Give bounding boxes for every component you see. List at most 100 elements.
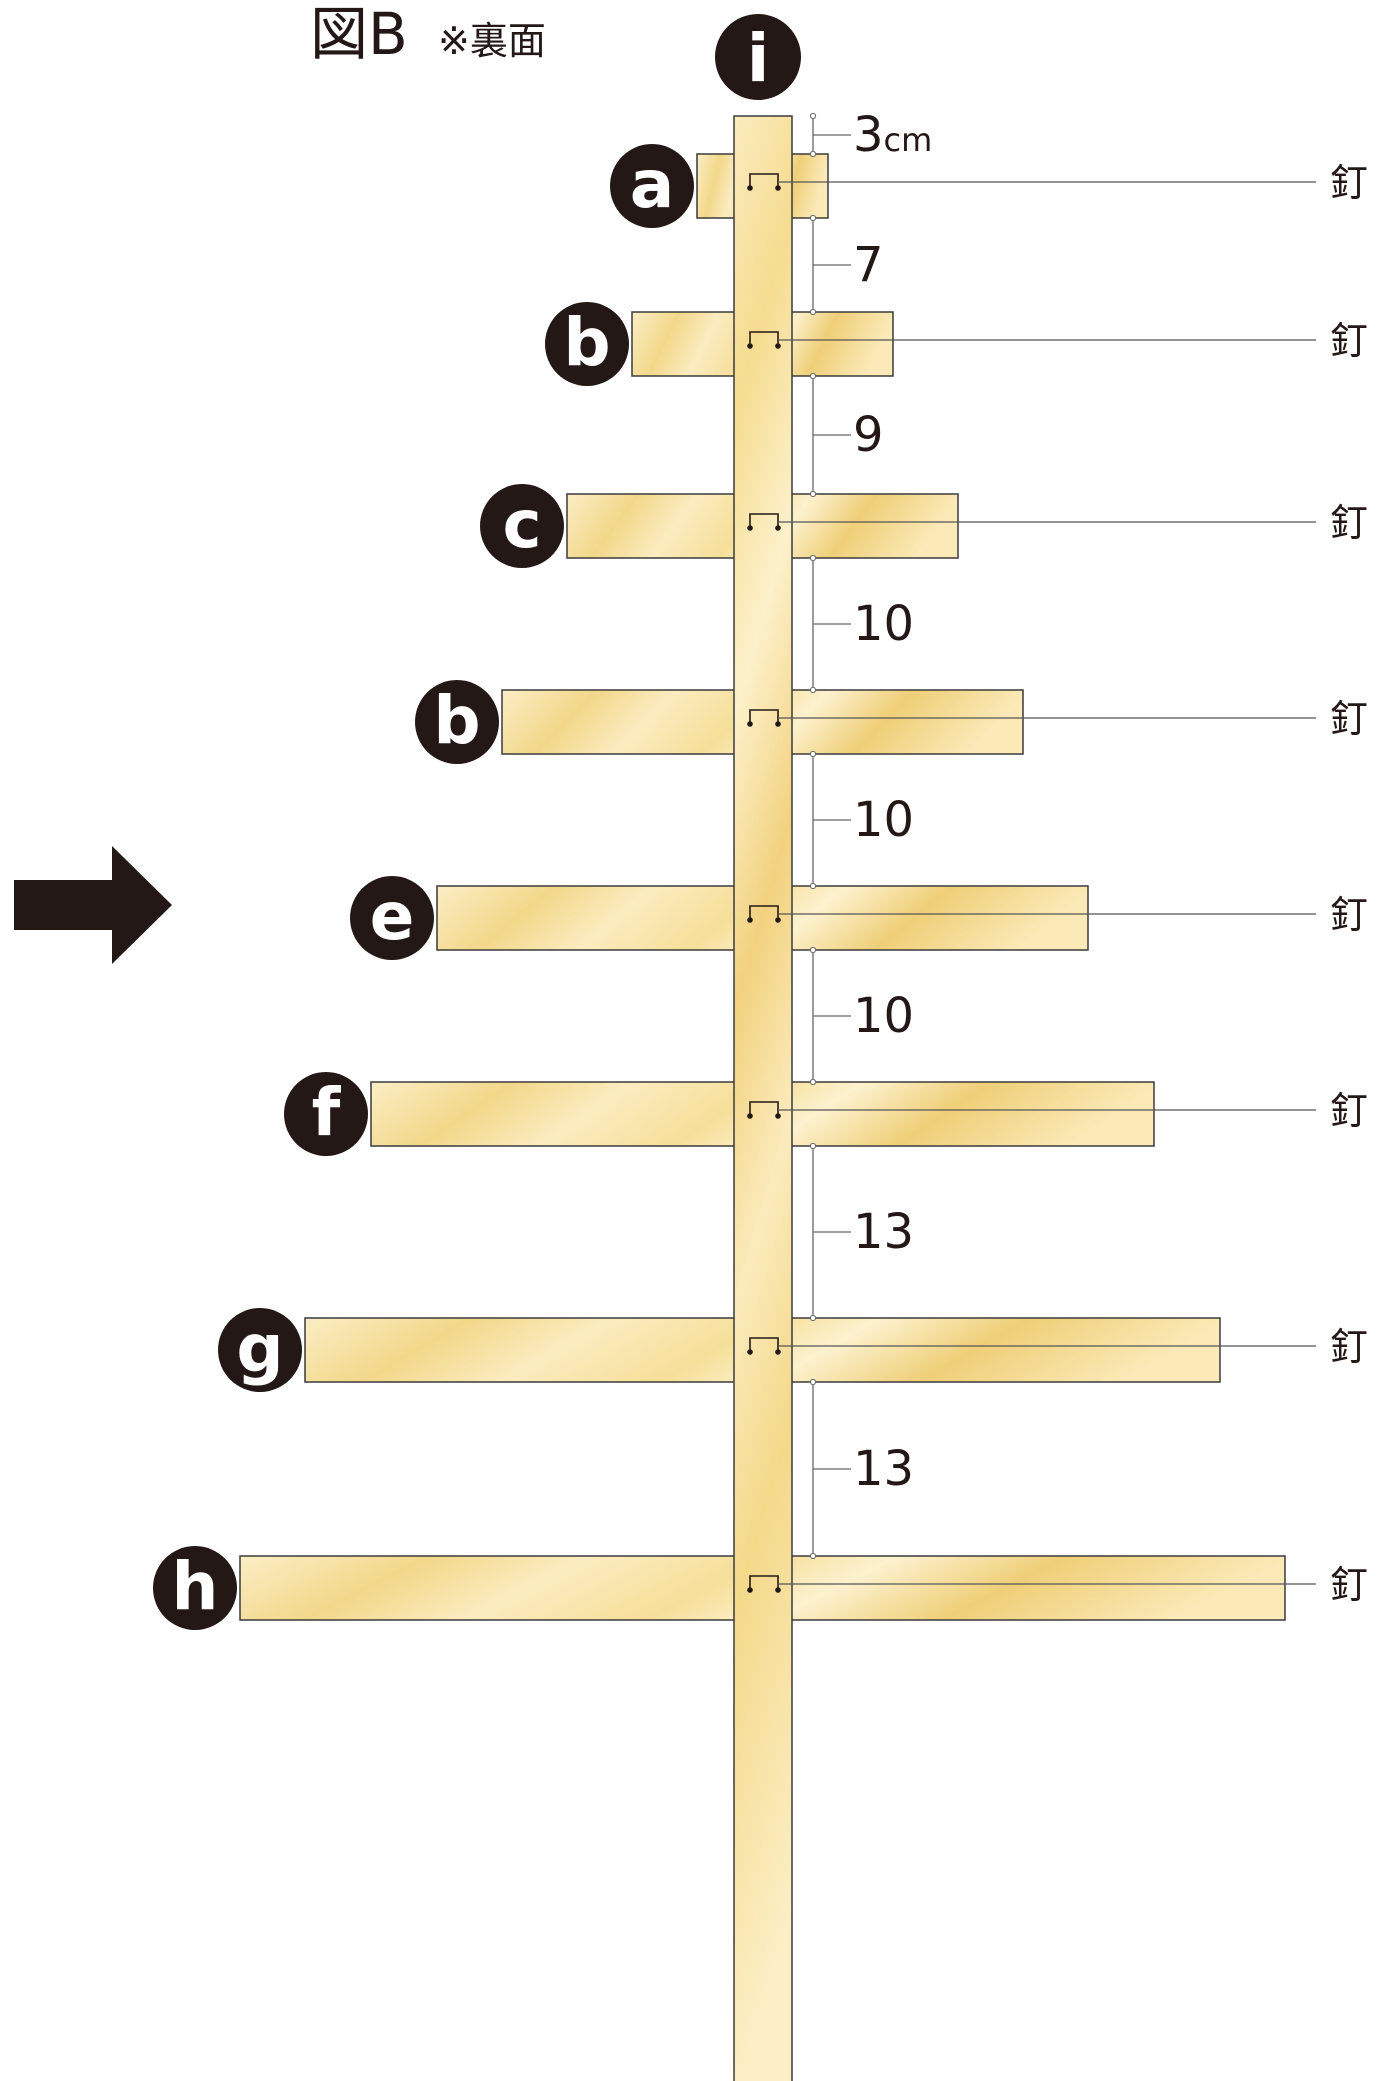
- nail-bracket: [749, 905, 779, 920]
- nail-dot: [747, 1113, 753, 1119]
- nail-label: 釘: [1330, 161, 1368, 205]
- post-badge: i: [715, 14, 801, 100]
- badge-circle: [350, 876, 434, 960]
- dimension-end: [809, 554, 817, 562]
- badge-circle: [480, 484, 564, 568]
- figure-title-prefix: 図B: [310, 0, 408, 68]
- nail-dot: [747, 1587, 753, 1593]
- dimension-end: [809, 214, 817, 222]
- dimension-end: [809, 112, 817, 120]
- badge-f: f: [284, 1072, 368, 1156]
- dimension-1: 7: [809, 214, 884, 316]
- dimension-unit: cm: [884, 121, 933, 159]
- badge-letter: e: [370, 878, 415, 955]
- dimension-end: [809, 1078, 817, 1086]
- nail-5: [747, 1101, 781, 1119]
- nail-dot: [775, 1587, 781, 1593]
- nail-dot: [775, 721, 781, 727]
- badge-b: b: [545, 302, 629, 386]
- dimension-value: 3cm: [853, 107, 932, 163]
- figure-title: 図B ※裏面: [310, 0, 546, 68]
- dimension-6: 13: [809, 1142, 914, 1322]
- dimension-end: [809, 150, 817, 158]
- dimension-end: [809, 490, 817, 498]
- post-badge-circle: [715, 14, 801, 100]
- badge-circle: [284, 1072, 368, 1156]
- badge-g: g: [218, 1308, 302, 1392]
- badge-a: a: [610, 144, 694, 228]
- arrow-right-shape: [14, 846, 172, 964]
- nail-dot: [747, 185, 753, 191]
- nail-dot: [775, 343, 781, 349]
- vertical-post-group: [733, 115, 793, 2081]
- badge-letter: h: [172, 1548, 219, 1625]
- nail-label: 釘: [1330, 697, 1368, 741]
- post-badge-label: i: [747, 20, 770, 97]
- nail-label: 釘: [1330, 1325, 1368, 1369]
- badge-letter: c: [502, 486, 541, 563]
- nail-1: [747, 331, 781, 349]
- nail-dot: [775, 1349, 781, 1355]
- badge-letter: g: [236, 1310, 283, 1387]
- dimension-end: [809, 882, 817, 890]
- nail-bracket: [749, 1101, 779, 1116]
- nail-dot: [747, 721, 753, 727]
- nail-dot: [775, 1113, 781, 1119]
- dimension-value: 9: [853, 407, 884, 463]
- nail-2: [747, 513, 781, 531]
- nail-6: [747, 1337, 781, 1355]
- badge-letter: f: [312, 1074, 342, 1151]
- nail-dot: [747, 525, 753, 531]
- badge-letter: b: [563, 304, 610, 381]
- badge-circle: [153, 1546, 237, 1630]
- dimension-end: [809, 308, 817, 316]
- dimension-end: [809, 372, 817, 380]
- board-badges: a b c b e f g h: [153, 144, 694, 1630]
- badge-e: e: [350, 876, 434, 960]
- dimension-value: 7: [853, 237, 884, 293]
- dimension-value: 13: [853, 1204, 914, 1260]
- nail-label: 釘: [1330, 319, 1368, 363]
- figure-title-note: ※裏面: [438, 19, 546, 63]
- nail-bracket: [749, 173, 779, 188]
- nail-dot: [747, 917, 753, 923]
- dimension-end: [809, 1142, 817, 1150]
- nail-label: 釘: [1330, 1563, 1368, 1607]
- nail-bracket: [749, 1575, 779, 1590]
- nail-3: [747, 709, 781, 727]
- dimension-3: 10: [809, 554, 914, 694]
- badge-b: b: [415, 680, 499, 764]
- dimension-end: [809, 750, 817, 758]
- nail-bracket: [749, 1337, 779, 1352]
- nail-dot: [747, 343, 753, 349]
- dimension-value: 10: [853, 792, 914, 848]
- nail-bracket: [749, 513, 779, 528]
- vertical-post: [733, 115, 793, 2081]
- dimension-end: [809, 686, 817, 694]
- dimension-end: [809, 1552, 817, 1560]
- badge-circle: [415, 680, 499, 764]
- nail-label: 釘: [1330, 893, 1368, 937]
- badge-circle: [610, 144, 694, 228]
- dimension-value: 10: [853, 596, 914, 652]
- badge-letter: b: [433, 682, 480, 759]
- nail-label: 釘: [1330, 501, 1368, 545]
- nail-label: 釘: [1330, 1089, 1368, 1133]
- badge-circle: [218, 1308, 302, 1392]
- nail-bracket: [749, 331, 779, 346]
- dimension-value: 10: [853, 988, 914, 1044]
- nail-bracket: [749, 709, 779, 724]
- dimension-end: [809, 1378, 817, 1386]
- badge-letter: a: [630, 146, 675, 223]
- nail-dot: [775, 185, 781, 191]
- dimension-4: 10: [809, 750, 914, 890]
- nail-0: [747, 173, 781, 191]
- arrow-right-icon: [14, 846, 172, 964]
- nails: [747, 173, 781, 1593]
- nail-dot: [775, 525, 781, 531]
- nail-4: [747, 905, 781, 923]
- badge-c: c: [480, 484, 564, 568]
- dimension-2: 9: [809, 372, 884, 498]
